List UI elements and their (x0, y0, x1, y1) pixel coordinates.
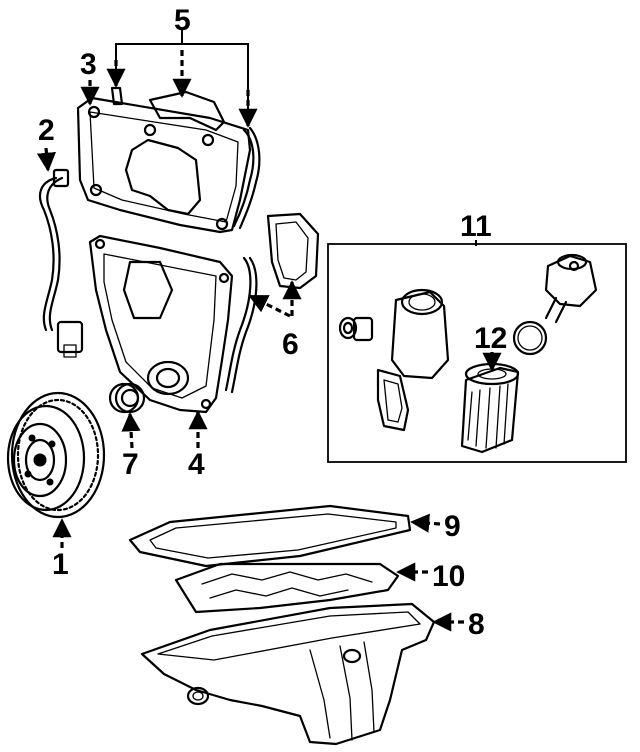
leader-lines (36, 30, 502, 632)
callout-11: 11 (460, 210, 492, 243)
callout-3: 3 (80, 48, 97, 81)
callout-4: 4 (188, 448, 205, 481)
oil-filter-element (460, 362, 520, 454)
callout-5: 5 (174, 4, 191, 37)
callout-9: 9 (444, 510, 461, 543)
callout-1: 1 (52, 548, 69, 581)
lower-timing-cover (88, 234, 234, 414)
oil-filter-housing (338, 288, 450, 432)
crankshaft-pulley (6, 391, 106, 519)
callout-7: 7 (122, 448, 139, 481)
crank-position-sensor (38, 168, 84, 358)
oil-filter-cap (512, 253, 598, 356)
callout-10: 10 (432, 560, 465, 593)
callout-12: 12 (474, 322, 507, 355)
oil-baffle (174, 562, 400, 614)
callout-6: 6 (282, 328, 299, 361)
upper-timing-cover (76, 96, 252, 234)
callout-8: 8 (468, 608, 485, 641)
oil-pan-gasket (128, 504, 412, 568)
lower-cover-gaskets (224, 212, 320, 394)
callout-2: 2 (38, 114, 55, 147)
front-crank-seal (108, 382, 146, 414)
oil-pan (140, 602, 436, 746)
